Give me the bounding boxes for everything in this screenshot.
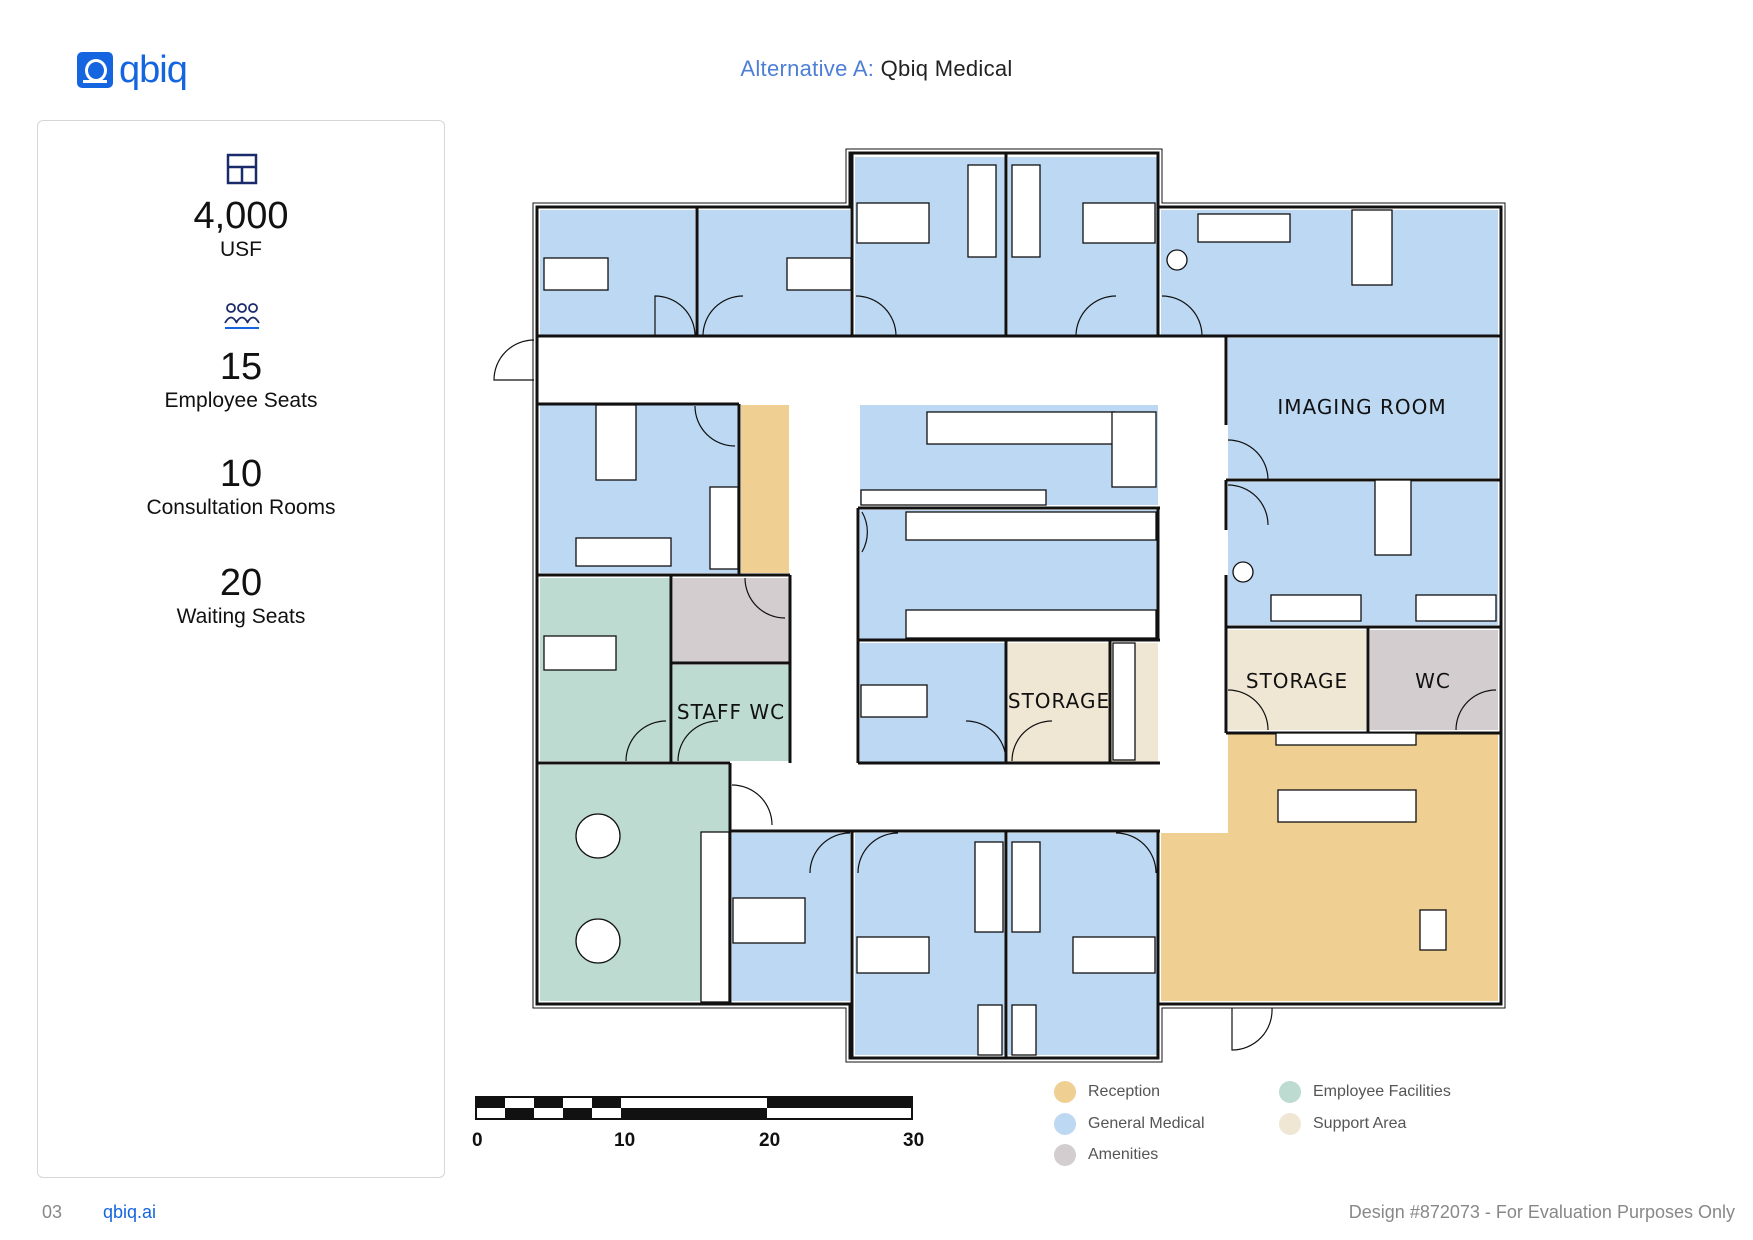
legend-label-reception: Reception [1088,1083,1161,1100]
stat-waiting-seats-label: Waiting Seats [176,605,306,628]
title-prefix: Alternative A: [740,56,875,81]
title-name: Qbiq Medical [880,56,1013,81]
legend-item-reception: Reception [1054,1081,1160,1103]
stat-employee-seats-value: 15 [219,346,263,388]
label-wc: WC [1415,669,1451,693]
legend-dot-reception [1054,1081,1076,1103]
page-number: 03 [42,1202,63,1222]
stat-consultation-rooms-value: 10 [219,453,263,495]
stat-waiting-seats: 20 Waiting Seats [38,562,444,630]
legend-dot-amenities [1054,1144,1076,1166]
room-wc [1370,630,1498,730]
legend-label-general-medical: General Medical [1088,1115,1205,1132]
furniture [543,164,1497,1056]
brand-name: qbiq [119,49,188,91]
stat-waiting-seats-value: 20 [219,562,263,604]
floor-plan-icon [226,153,258,185]
stat-employee-seats: 15 Employee Seats [38,346,444,414]
stats-panel: 4,000 USF 15 Employee Seats 10 Consultat… [37,120,445,1178]
exterior-walls [535,151,1503,1060]
legend-label-support-area: Support Area [1313,1115,1407,1132]
room-amenity-1 [673,578,789,662]
scale-tick-30: 30 [903,1130,925,1151]
design-note: Design #872073 - For Evaluation Purposes… [1348,1202,1735,1222]
scale-tick-0: 0 [472,1130,483,1151]
room-staff-wc [673,665,789,761]
legend-label-employee-facilities: Employee Facilities [1313,1083,1451,1100]
stat-consultation-rooms: 10 Consultation Rooms [38,453,444,521]
floor-plan: IMAGING ROOM STAFF WC STORAGE STORAGE WC [493,148,1506,1063]
doors [493,295,1497,1051]
exterior-wall-outer [532,148,1506,1063]
people-icon [224,303,260,329]
legend-dot-general-medical [1054,1113,1076,1135]
qbiq-logo[interactable]: qbiq [77,49,188,91]
label-storage-right: STORAGE [1246,669,1348,693]
scale-tick-20: 20 [759,1130,781,1151]
room-staff-lounge [540,765,730,1001]
qbiq-logo-icon [77,52,113,88]
page-title: Alternative A: Qbiq Medical [0,56,1753,82]
legend-item-amenities: Amenities [1054,1144,1158,1166]
stat-consultation-rooms-label: Consultation Rooms [146,496,336,519]
scale-tick-10: 10 [614,1130,636,1151]
legend-dot-support-area [1279,1113,1301,1135]
legend-dot-employee-facilities [1279,1081,1301,1103]
room-imaging [1228,338,1498,478]
legend-item-support-area: Support Area [1279,1113,1406,1135]
label-imaging-room: IMAGING ROOM [1277,395,1446,419]
legend-label-amenities: Amenities [1088,1146,1159,1163]
stat-usf-label: USF [220,238,262,261]
website-link[interactable]: qbiq.ai [103,1202,157,1222]
room-waiting [1161,833,1498,1001]
stat-usf: 4,000 USF [38,195,444,263]
label-storage-center: STORAGE [1008,689,1110,713]
stat-usf-value: 4,000 [193,195,289,237]
label-staff-wc: STAFF WC [677,700,785,724]
room-storage-right [1228,630,1366,730]
scale-bar [475,1096,913,1120]
legend-item-employee-facilities: Employee Facilities [1279,1081,1451,1103]
legend-item-general-medical: General Medical [1054,1113,1205,1135]
room-storage-center [1008,643,1113,763]
stat-employee-seats-label: Employee Seats [164,389,318,412]
room-reception-lockers [741,405,789,573]
